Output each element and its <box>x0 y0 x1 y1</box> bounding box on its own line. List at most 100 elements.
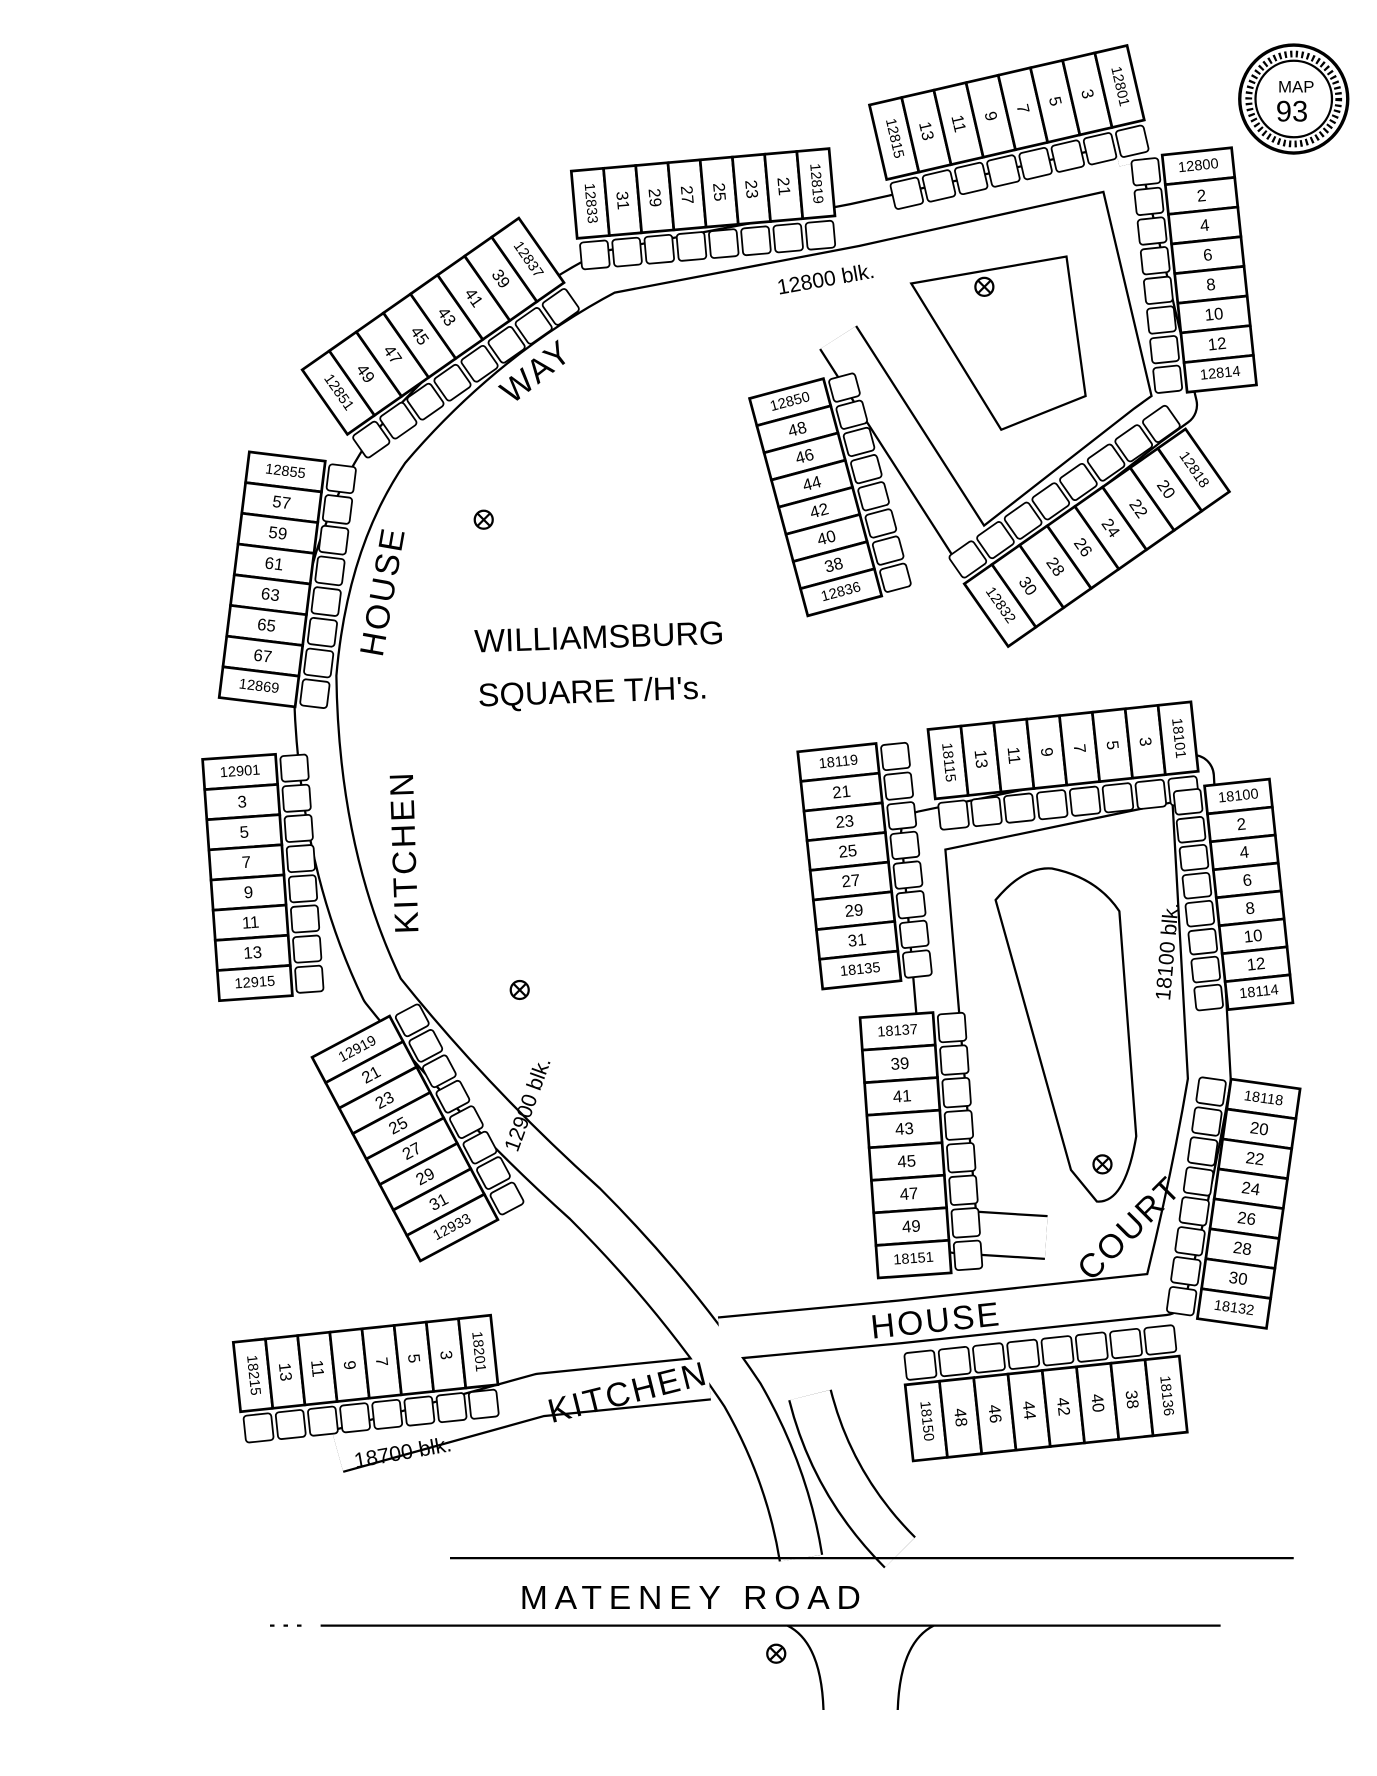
townhouse-unit[interactable]: 24 <box>1073 485 1149 571</box>
townhouse-unit[interactable]: 18101 <box>1156 700 1200 777</box>
townhouse-unit[interactable]: 21 <box>323 1039 419 1111</box>
townhouse-unit[interactable]: 12800 <box>1160 146 1237 187</box>
townhouse-unit[interactable]: 63 <box>229 573 312 617</box>
townhouse-unit[interactable]: 12819 <box>795 147 837 221</box>
townhouse-unit[interactable]: 28 <box>1017 523 1094 610</box>
townhouse-unit[interactable]: 18201 <box>456 1313 500 1390</box>
townhouse-unit[interactable]: 4 <box>1166 205 1243 246</box>
townhouse-unit[interactable]: 6 <box>1211 861 1283 900</box>
unit-outline <box>456 1313 500 1390</box>
unit-number: 18100 <box>1217 786 1259 806</box>
townhouse-unit[interactable]: 45 <box>381 292 458 380</box>
townhouse-unit[interactable]: 18119 <box>796 742 881 783</box>
townhouse-unit[interactable]: 7 <box>360 1323 403 1400</box>
townhouse-unit[interactable]: 25 <box>805 831 891 872</box>
carport-space <box>1174 1226 1206 1257</box>
townhouse-unit[interactable]: 12801 <box>1093 43 1146 130</box>
townhouse-unit[interactable]: 3 <box>424 1317 468 1393</box>
townhouse-unit[interactable]: 40 <box>1075 1361 1121 1445</box>
townhouse-unit[interactable]: 29 <box>634 161 676 235</box>
townhouse-unit[interactable]: 6 <box>1170 235 1246 276</box>
townhouse-unit[interactable]: 29 <box>377 1141 473 1212</box>
unit-number: 39 <box>890 1054 910 1074</box>
townhouse-unit[interactable]: 18135 <box>818 949 903 991</box>
townhouse-unit[interactable]: 57 <box>240 481 324 525</box>
townhouse-unit[interactable]: 48 <box>937 1376 984 1459</box>
unit-number: 18151 <box>893 1250 935 1269</box>
townhouse-unit[interactable]: 12850 <box>747 377 833 428</box>
townhouse-unit[interactable]: 20 <box>1128 446 1204 533</box>
townhouse-unit[interactable]: 39 <box>462 235 539 323</box>
townhouse-unit[interactable]: 11 <box>211 903 290 942</box>
townhouse-unit[interactable]: 29 <box>811 890 897 932</box>
unit-number: 49 <box>901 1216 921 1236</box>
carport-space <box>708 228 740 259</box>
carport-space <box>937 799 970 831</box>
carport-space <box>889 176 925 210</box>
townhouse-unit[interactable]: 18132 <box>1195 1287 1273 1330</box>
townhouse-unit[interactable]: 30 <box>990 543 1066 630</box>
townhouse-unit[interactable]: 12818 <box>1155 427 1232 513</box>
townhouse-unit[interactable]: 25 <box>698 155 740 229</box>
unit-number: 23 <box>741 179 762 199</box>
townhouse-unit[interactable]: 12836 <box>798 567 884 618</box>
townhouse-unit[interactable]: 12814 <box>1182 353 1259 394</box>
townhouse-unit[interactable]: 18136 <box>1143 1354 1189 1438</box>
townhouse-unit[interactable]: 18215 <box>231 1337 275 1414</box>
townhouse-unit[interactable]: 47 <box>869 1173 949 1215</box>
townhouse-unit[interactable]: 44 <box>769 458 855 509</box>
carport-space <box>476 1156 511 1190</box>
townhouse-unit[interactable]: 12815 <box>867 95 921 182</box>
townhouse-unit[interactable]: 23 <box>337 1065 433 1136</box>
townhouse-unit[interactable]: 42 <box>1040 1365 1086 1449</box>
townhouse-unit[interactable]: 26 <box>1208 1197 1285 1241</box>
townhouse-unit[interactable]: 10 <box>1176 294 1252 335</box>
townhouse-unit[interactable]: 43 <box>865 1108 944 1150</box>
townhouse-unit[interactable]: 8 <box>1173 264 1249 305</box>
townhouse-unit[interactable]: 18151 <box>874 1238 953 1280</box>
townhouse-unit[interactable]: 12869 <box>217 665 301 709</box>
townhouse-unit[interactable]: 18150 <box>903 1379 949 1463</box>
hydrant-icon <box>509 979 530 1001</box>
townhouse-unit[interactable]: 5 <box>205 813 284 852</box>
townhouse-unit[interactable]: 31 <box>814 919 900 961</box>
townhouse-unit[interactable]: 13 <box>213 933 292 972</box>
townhouse-unit[interactable]: 22 <box>1216 1137 1294 1181</box>
unit-number: 38 <box>1121 1389 1142 1410</box>
unit-number: 42 <box>1053 1396 1074 1417</box>
townhouse-unit[interactable]: 49 <box>872 1206 951 1247</box>
carport-space <box>292 934 323 964</box>
townhouse-unit[interactable]: 43 <box>408 273 485 361</box>
townhouse-unit[interactable]: 10 <box>1217 917 1289 956</box>
townhouse-unit[interactable]: 41 <box>863 1076 942 1117</box>
townhouse-unit[interactable]: 46 <box>972 1372 1018 1456</box>
townhouse-unit[interactable]: 27 <box>808 860 894 902</box>
townhouse-unit[interactable]: 2 <box>1206 805 1277 844</box>
townhouse-unit[interactable]: 12832 <box>962 562 1038 649</box>
carport-space <box>972 1342 1006 1374</box>
townhouse-unit[interactable]: 12833 <box>569 166 611 240</box>
townhouse-unit[interactable]: 13 <box>959 721 1003 797</box>
townhouse-unit[interactable]: 31 <box>602 164 644 238</box>
carport-space <box>306 617 338 648</box>
townhouse-unit[interactable]: 13 <box>263 1334 307 1410</box>
townhouse-unit[interactable]: 38 <box>791 540 877 591</box>
townhouse-unit[interactable]: 27 <box>364 1116 460 1187</box>
townhouse-unit[interactable]: 12919 <box>310 1014 405 1085</box>
townhouse-unit[interactable]: 5 <box>1028 58 1082 144</box>
townhouse-unit[interactable]: 18114 <box>1223 973 1295 1012</box>
townhouse-unit[interactable]: 7 <box>996 66 1050 152</box>
carport-space <box>1170 1256 1202 1287</box>
title-line-1: WILLIAMSBURG <box>474 614 725 660</box>
townhouse-unit[interactable]: 18137 <box>858 1011 937 1052</box>
townhouse-unit[interactable]: 38 <box>1109 1358 1155 1441</box>
unit-number: 61 <box>264 553 285 574</box>
townhouse-unit[interactable]: 23 <box>730 152 772 226</box>
townhouse-unit[interactable]: 12915 <box>215 963 294 1003</box>
townhouse-unit[interactable]: 46 <box>762 431 847 482</box>
townhouse-unit[interactable]: 27 <box>666 158 708 232</box>
